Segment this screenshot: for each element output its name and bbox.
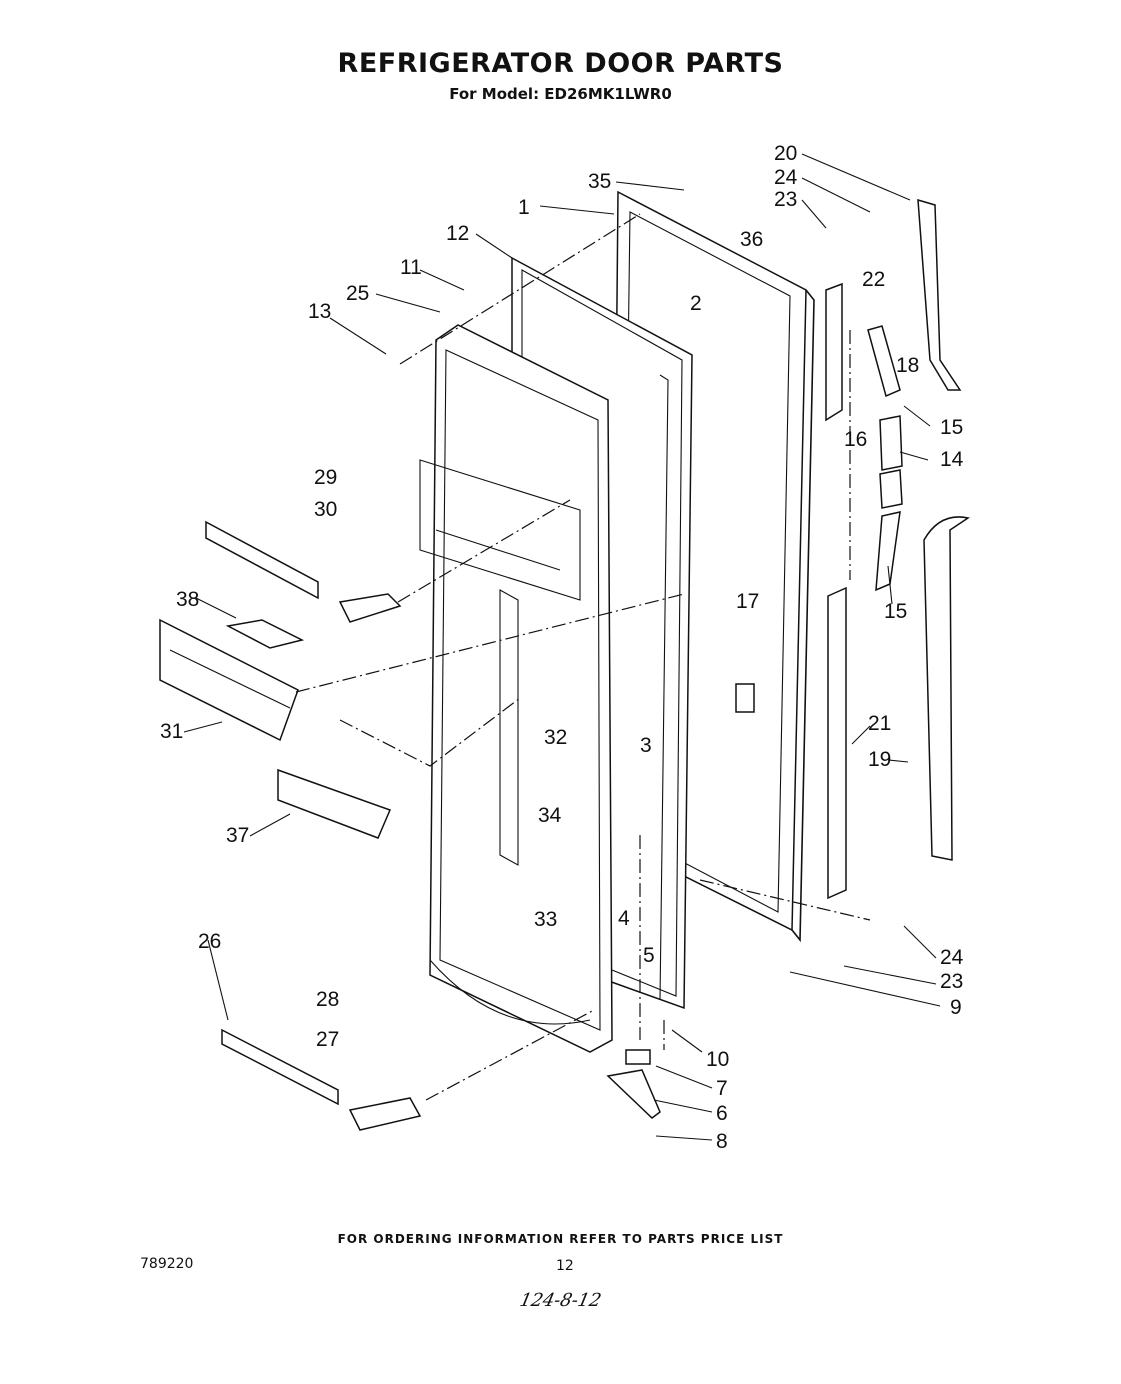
callout-10: 10 (706, 1048, 729, 1071)
callout-24-top: 24 (774, 166, 798, 189)
callout-5: 5 (643, 944, 655, 967)
ordering-information-note: FOR ORDERING INFORMATION REFER TO PARTS … (337, 1232, 784, 1246)
callout-24-bottom: 24 (940, 946, 964, 969)
hinge-6-bottom (606, 1049, 661, 1119)
hinge-bracket-21 (827, 586, 847, 900)
callout-16: 16 (844, 428, 867, 451)
callout-4: 4 (618, 907, 630, 930)
callout-26: 26 (198, 930, 221, 953)
callout-9: 9 (950, 996, 962, 1019)
callout-31: 31 (160, 720, 183, 743)
callout-14: 14 (940, 448, 964, 471)
hinge-bracket-22 (825, 282, 843, 422)
callout-13: 13 (308, 300, 331, 323)
callout-37: 37 (226, 824, 249, 847)
callout-23-bottom: 23 (940, 970, 963, 993)
strip-19 (923, 516, 970, 861)
leader-lines (183, 153, 941, 1141)
callout-6: 6 (716, 1102, 728, 1125)
callout-15-top: 15 (940, 416, 963, 439)
callout-38: 38 (176, 588, 199, 611)
callout-3: 3 (640, 734, 652, 757)
hinge-15-top (867, 325, 901, 398)
shelf-trim-29 (205, 520, 319, 600)
callout-27: 27 (316, 1028, 339, 1051)
page-title: REFRIGERATOR DOOR PARTS (337, 48, 784, 79)
document-number: 789220 (140, 1256, 194, 1272)
callout-29: 29 (314, 466, 337, 489)
callout-8: 8 (716, 1130, 728, 1153)
callout-35: 35 (588, 170, 611, 193)
callout-15-bottom: 15 (884, 600, 907, 623)
hinge-15-bottom (875, 511, 901, 592)
strip-20 (917, 198, 962, 391)
handwritten-note: 124-8-12 (517, 1290, 604, 1311)
callout-2: 2 (690, 292, 702, 315)
callout-21: 21 (868, 712, 891, 735)
label-17 (735, 683, 755, 713)
callout-7: 7 (716, 1077, 728, 1100)
page-number: 12 (556, 1258, 574, 1274)
callout-20: 20 (774, 142, 797, 165)
door-liner (419, 324, 613, 1053)
callout-17: 17 (736, 590, 759, 613)
bracket-30 (338, 593, 402, 623)
alignment-lines (295, 213, 871, 1101)
model-subtitle: For Model: ED26MK1LWR0 (449, 85, 672, 103)
callout-11: 11 (400, 256, 422, 279)
callout-23-top: 23 (774, 188, 797, 211)
callout-1: 1 (518, 196, 530, 219)
cam-14 (879, 415, 903, 509)
callout-30: 30 (314, 498, 337, 521)
callout-25: 25 (346, 282, 369, 305)
callout-22: 22 (862, 268, 885, 291)
callout-36: 36 (740, 228, 763, 251)
tray-38 (225, 619, 305, 649)
callout-labels: 1 2 3 4 5 6 7 8 9 10 11 12 13 14 15 15 1… (160, 142, 964, 1153)
bin-37 (277, 768, 392, 839)
dispenser-frame-31 (159, 618, 299, 742)
callout-18: 18 (896, 354, 919, 377)
bracket-27 (348, 1097, 422, 1131)
trim-26 (221, 1028, 339, 1106)
callout-33: 33 (534, 908, 557, 931)
callout-28: 28 (316, 988, 339, 1011)
callout-34: 34 (538, 804, 562, 827)
callout-32: 32 (544, 726, 567, 749)
callout-19: 19 (868, 748, 891, 771)
callout-12: 12 (446, 222, 469, 245)
